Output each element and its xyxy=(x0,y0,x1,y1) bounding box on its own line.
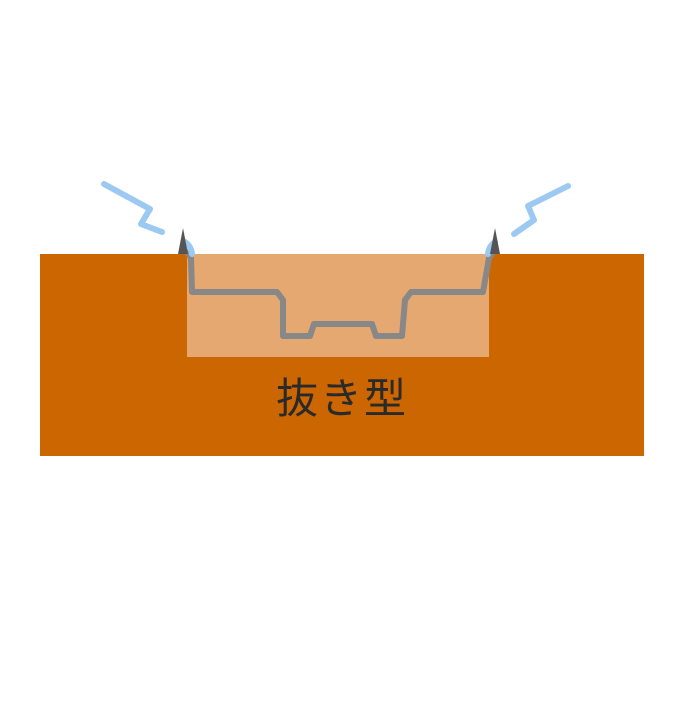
left-sheet-edge xyxy=(101,181,165,235)
right-sheet-edge xyxy=(511,183,571,237)
die-label: 抜き型 xyxy=(275,374,408,423)
left-sheet-bend xyxy=(182,239,195,257)
right-cutting-blade xyxy=(490,228,500,254)
formed-profile-line xyxy=(184,249,496,339)
die-cavity xyxy=(187,254,489,357)
left-cutting-blade xyxy=(178,228,188,254)
